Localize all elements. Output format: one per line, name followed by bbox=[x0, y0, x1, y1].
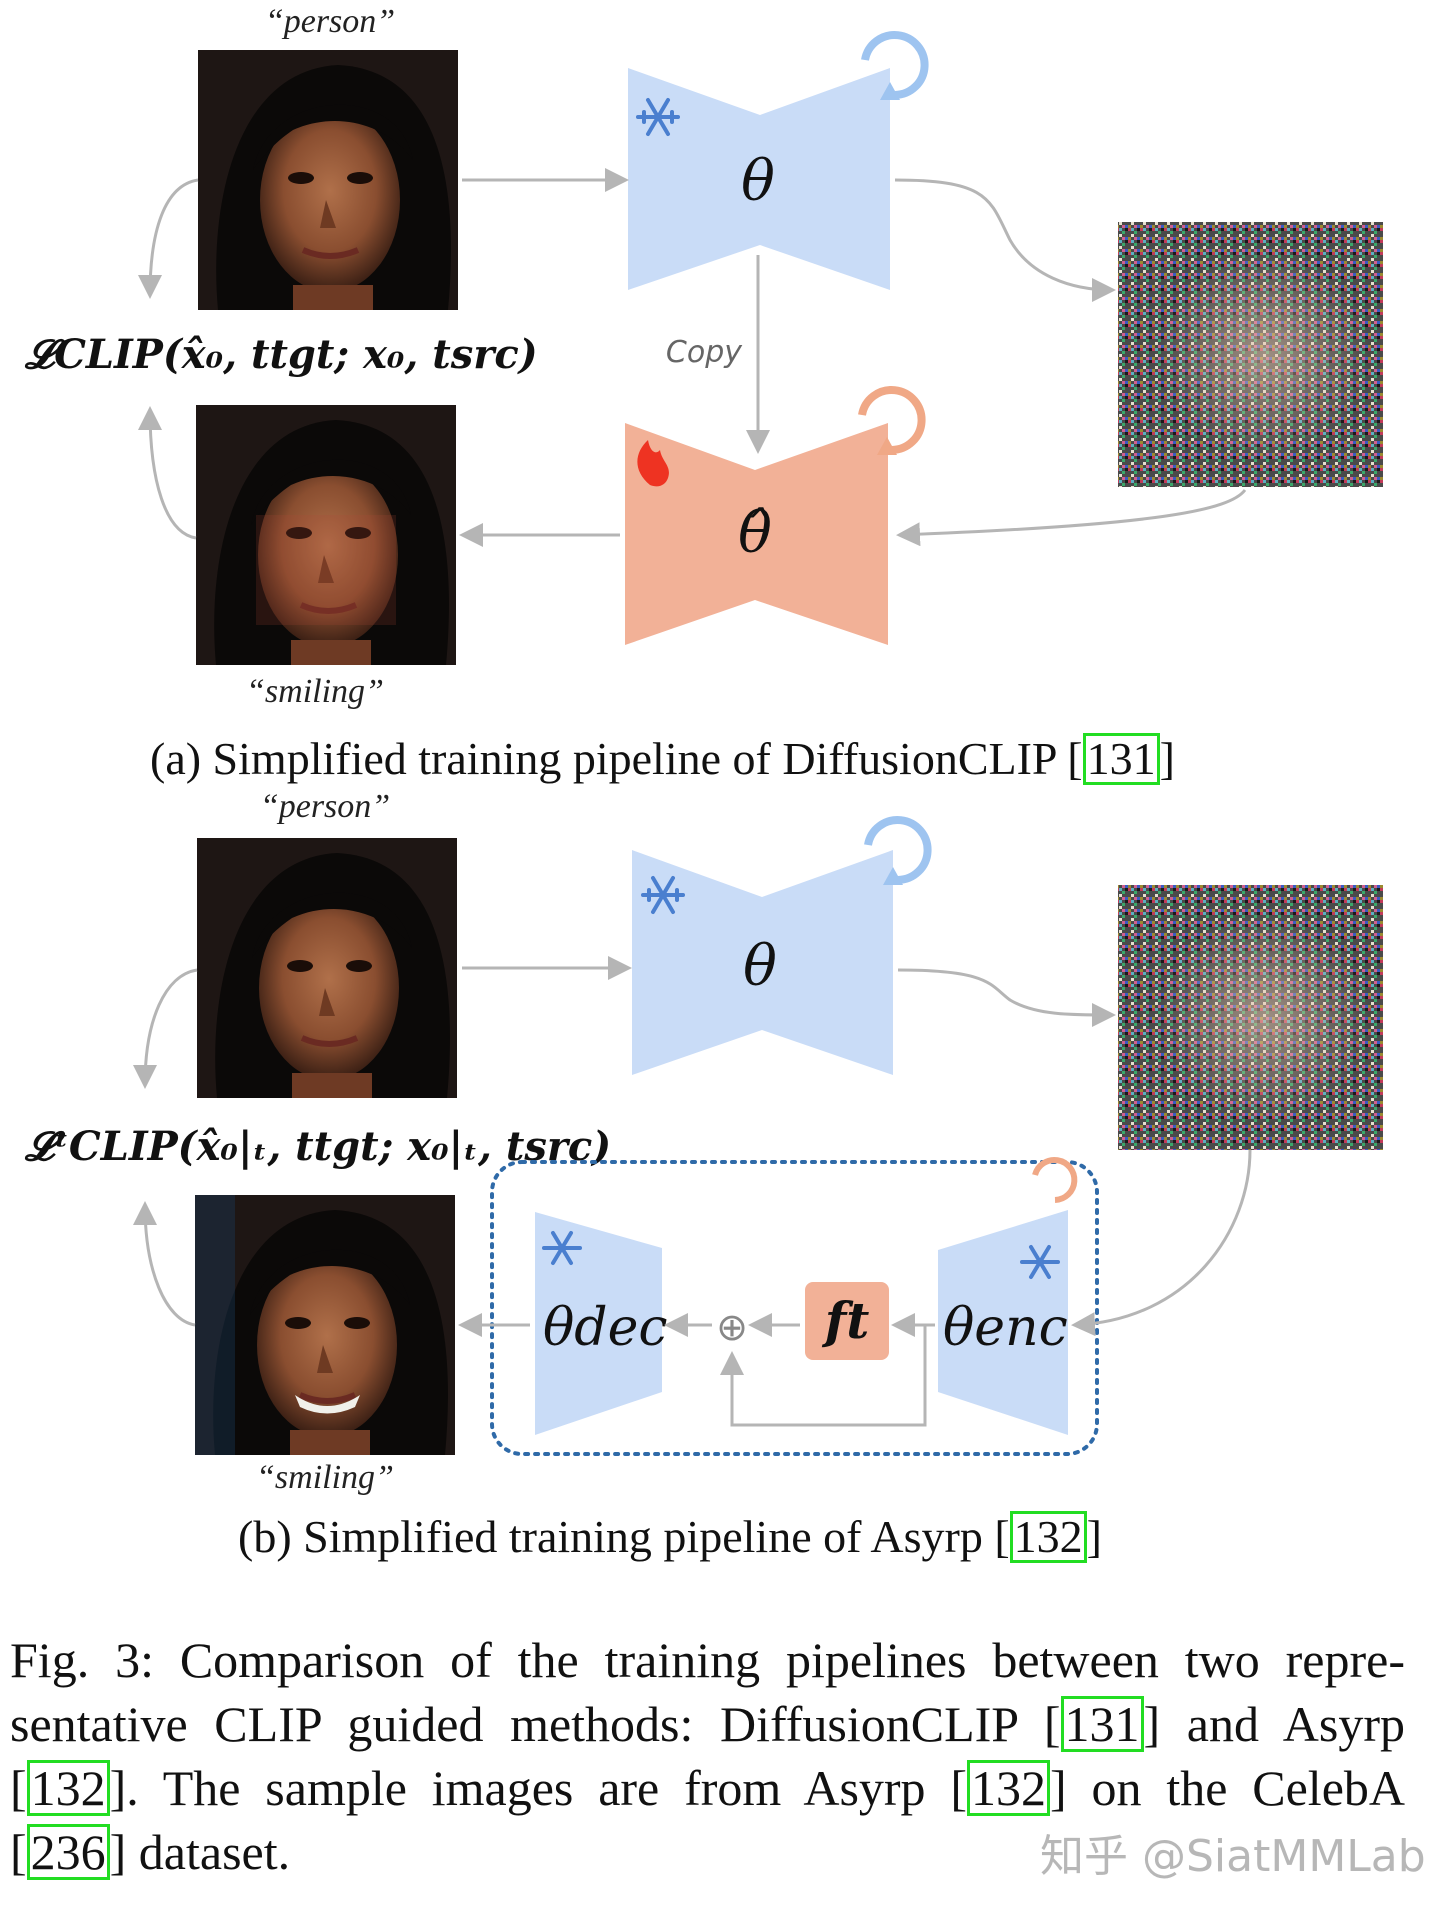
panel-b-caption-end: ] bbox=[1086, 1511, 1102, 1562]
loss-arrow bbox=[138, 178, 199, 299]
caption-text: ] and Asyrp bbox=[1143, 1696, 1406, 1752]
refresh-icon bbox=[1032, 1157, 1078, 1203]
refresh-icon bbox=[864, 816, 932, 884]
skip-arrow bbox=[720, 1325, 927, 1427]
citation-link[interactable]: 131 bbox=[1082, 733, 1160, 785]
figure-caption-line: sentative CLIP guided methods: Diffusion… bbox=[10, 1692, 1405, 1756]
panel-b-dec-label: θdec bbox=[543, 1298, 668, 1358]
panel-b-decoder bbox=[535, 1212, 662, 1435]
loss-arrow bbox=[138, 406, 197, 540]
caption-text: [ bbox=[10, 1824, 27, 1880]
panel-b-top-prompt: “person” bbox=[260, 788, 390, 825]
panel-a-top-prompt: “person” bbox=[265, 3, 395, 40]
loss-arrow bbox=[133, 1201, 196, 1327]
citation-link[interactable]: 132 bbox=[26, 1760, 110, 1816]
pipeline-diagram: “person” “smiling” 𝓛CLIP(x̂₀, ttgt; x₀, … bbox=[24, 3, 1383, 1496]
refresh-arrowhead bbox=[877, 437, 897, 455]
refresh-icon bbox=[861, 31, 929, 99]
panel-a-caption-end: ] bbox=[1159, 733, 1175, 784]
snowflake-icon bbox=[636, 98, 680, 136]
panel-a-tuned-label: θ̂ bbox=[738, 501, 772, 566]
snowflake-icon bbox=[641, 876, 685, 914]
panel-a-input-image bbox=[198, 50, 458, 310]
panel-a-bottom-prompt: “smiling” bbox=[246, 673, 384, 710]
panel-b-ft-label: ft bbox=[822, 1291, 870, 1350]
caption-text: sentative CLIP guided methods: Diffusion… bbox=[10, 1696, 1061, 1752]
citation-link[interactable]: 131 bbox=[1060, 1696, 1144, 1752]
panel-a-loss-formula: 𝓛CLIP(x̂₀, ttgt; x₀, tsrc) bbox=[24, 331, 538, 378]
asyrp-module-box bbox=[490, 1160, 1099, 1456]
caption-text: [ bbox=[10, 1760, 27, 1816]
figure-caption-line: [132]. The sample images are from Asyrp … bbox=[10, 1756, 1405, 1820]
panel-b-frozen-label: θ bbox=[743, 934, 777, 999]
citation-link[interactable]: 236 bbox=[26, 1824, 110, 1880]
panel-b-enc-label: θenc bbox=[943, 1298, 1068, 1358]
panel-b-bottom-prompt: “smiling” bbox=[256, 1459, 394, 1496]
panel-a-output-image bbox=[196, 405, 456, 665]
caption-text: ]. The sample images are from Asyrp [ bbox=[109, 1760, 968, 1816]
panel-a-copy-label: Copy bbox=[666, 335, 743, 370]
panel-b-ft-box bbox=[805, 1282, 889, 1360]
figure-caption: Fig. 3: Comparison of the training pipel… bbox=[10, 1628, 1405, 1884]
loss-arrow bbox=[133, 968, 198, 1089]
snowflake-icon bbox=[1020, 1245, 1060, 1279]
panel-b-output-image bbox=[195, 1195, 455, 1455]
panel-a-noisy-image bbox=[1118, 222, 1383, 487]
refresh-icon bbox=[858, 386, 926, 454]
panel-a-frozen-unet bbox=[628, 68, 890, 290]
caption-text: ] dataset. bbox=[109, 1824, 291, 1880]
caption-text: ] on the CelebA bbox=[1050, 1760, 1406, 1816]
flow-arrow bbox=[896, 489, 1247, 547]
panel-b-noisy-image bbox=[1118, 885, 1383, 1150]
watermark: 知乎 @SiatMMLab bbox=[1040, 1831, 1426, 1882]
figure-caption-line: Fig. 3: Comparison of the training pipel… bbox=[10, 1632, 1405, 1688]
fire-icon bbox=[637, 440, 669, 487]
panel-b-input-image bbox=[197, 838, 457, 1098]
refresh-arrowhead bbox=[880, 82, 900, 100]
flow-arrow bbox=[897, 968, 1116, 1027]
snowflake-icon bbox=[542, 1231, 582, 1265]
panel-b-plus-symbol: ⊕ bbox=[716, 1305, 748, 1349]
panel-a-frozen-label: θ bbox=[741, 149, 775, 214]
flow-arrow bbox=[1071, 1149, 1252, 1337]
panel-a-tuned-unet bbox=[625, 423, 888, 645]
panel-b-frozen-unet bbox=[632, 850, 893, 1075]
panel-b-caption-text: (b) Simplified training pipeline of Asyr… bbox=[238, 1511, 1010, 1562]
flow-arrow bbox=[894, 178, 1116, 302]
panel-a-caption: (a) Simplified training pipeline of Diff… bbox=[150, 732, 1175, 785]
refresh-arrowhead bbox=[883, 867, 903, 885]
panel-a-caption-text: (a) Simplified training pipeline of Diff… bbox=[150, 733, 1083, 784]
panel-b-caption: (b) Simplified training pipeline of Asyr… bbox=[238, 1510, 1102, 1563]
citation-link[interactable]: 132 bbox=[967, 1760, 1051, 1816]
figure-caption-line: [236] dataset. bbox=[10, 1820, 1405, 1884]
citation-link[interactable]: 132 bbox=[1009, 1511, 1087, 1563]
